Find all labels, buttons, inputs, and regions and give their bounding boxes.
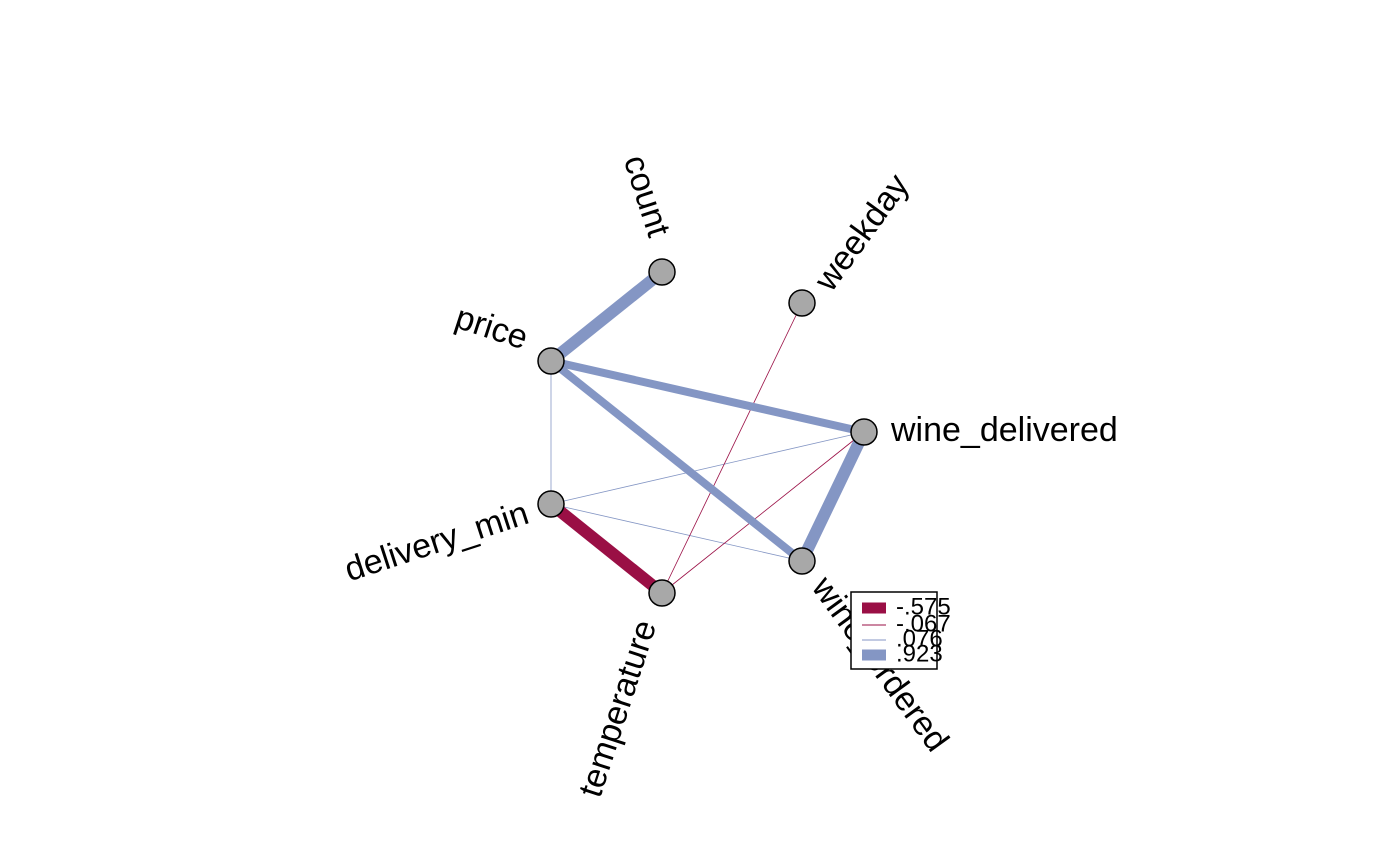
- node-label-wine_delivered: wine_delivered: [890, 411, 1118, 449]
- legend-swatch-3: [862, 649, 886, 661]
- node-delivery_min: [537, 490, 565, 518]
- legend-label-0: -.575: [896, 593, 951, 620]
- legend-swatch-0: [862, 602, 886, 614]
- edge-count-price: [547, 267, 666, 366]
- legend-swatch-2: [862, 639, 886, 641]
- node-label-price: price: [451, 298, 533, 357]
- node-label-temperature: temperature: [571, 616, 664, 802]
- legend-swatch-1: [862, 624, 886, 626]
- edge-delivery_min-wine_ordered: [550, 503, 803, 562]
- node-label-weekday: weekday: [806, 167, 916, 299]
- edge-price-wine_ordered: [548, 357, 805, 565]
- node-weekday: [788, 289, 816, 317]
- legend: -.575-.067.076.923: [850, 591, 951, 670]
- edge-wine_delivered-wine_ordered: [796, 429, 870, 564]
- node-wine_ordered: [788, 547, 816, 575]
- legend-label-2: .076: [896, 625, 943, 652]
- labels-layer: count weekday price wine_delivered delivery_…: [340, 151, 1118, 802]
- legend-label-1: -.067: [896, 610, 951, 637]
- node-label-delivery_min: delivery_min: [340, 494, 533, 589]
- node-count: [648, 258, 676, 286]
- edge-temperature-wine_delivered: [661, 431, 865, 594]
- edge-price-wine_delivered: [550, 357, 865, 436]
- edges-layer: [547, 267, 870, 598]
- legend-label-3: .923: [896, 640, 943, 667]
- node-price: [537, 347, 565, 375]
- node-wine_delivered: [850, 418, 878, 446]
- edge-delivery_min-temperature: [547, 499, 666, 598]
- nodes-layer: [537, 258, 878, 607]
- node-temperature: [648, 579, 676, 607]
- node-label-count: count: [616, 151, 678, 242]
- edge-delivery_min-wine_delivered: [550, 431, 865, 505]
- edge-weekday-temperature: [661, 302, 803, 594]
